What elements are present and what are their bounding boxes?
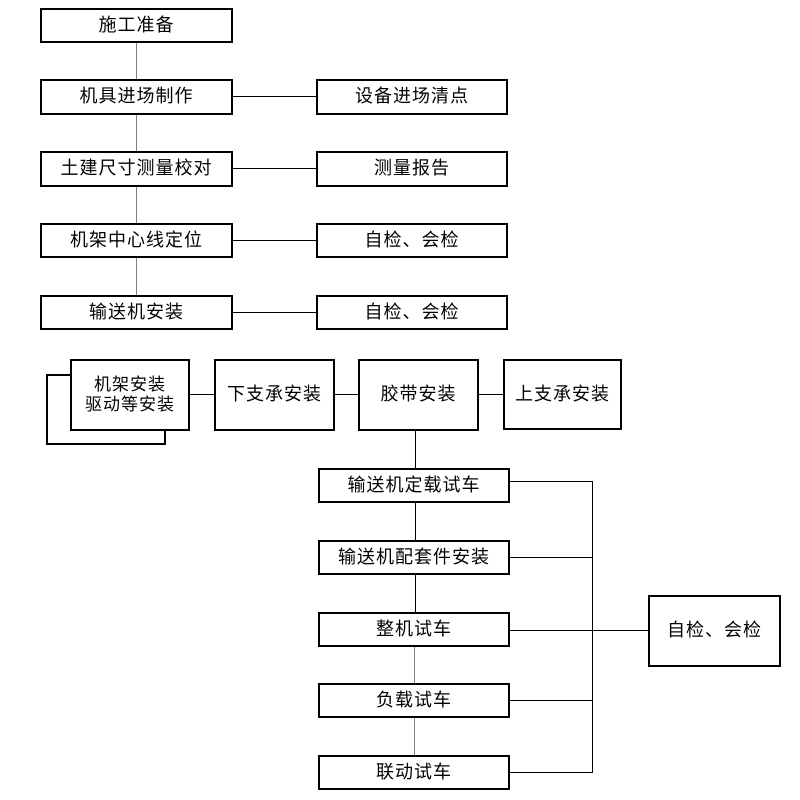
connector-linkage-to-bus: [510, 772, 592, 773]
flow-node-self-joint-check-1: 自检、会检: [316, 223, 508, 258]
flow-node-construction-prep: 施工准备: [40, 8, 233, 43]
connector-loadtest-to-bus: [510, 700, 592, 701]
connector-centerline-to-check1: [233, 240, 316, 241]
flow-node-survey-report: 测量报告: [316, 151, 508, 187]
connector-survey-to-report: [233, 168, 316, 169]
flow-node-equipment-count: 设备进场清点: [316, 79, 508, 115]
connector-accessories-to-wholetest: [415, 575, 416, 612]
flow-node-belt-install: 胶带安装: [358, 359, 479, 431]
flow-node-linkage-test: 联动试车: [318, 755, 510, 790]
connector-belt-to-uppersupport: [479, 394, 503, 395]
flow-node-whole-machine-test: 整机试车: [318, 612, 510, 647]
flow-node-frame-centerline: 机架中心线定位: [40, 223, 233, 258]
connector-tooling-to-survey: [136, 115, 137, 151]
flow-node-self-joint-check-2: 自检、会检: [316, 295, 508, 330]
connector-lowersupport-to-belt: [335, 394, 358, 395]
connector-conveyor-to-check2: [233, 312, 316, 313]
connector-centerline-to-conveyor: [136, 258, 137, 295]
connector-feedback-bus: [592, 481, 593, 773]
connector-fixedload-to-bus: [510, 481, 592, 482]
connector-wholetest-to-check3: [510, 630, 648, 631]
connector-fixedload-to-accessories: [415, 503, 416, 540]
flow-node-lower-support-install: 下支承安装: [214, 359, 335, 431]
flow-node-tooling-entry: 机具进场制作: [40, 79, 233, 115]
flow-node-frame-drive-install: 机架安装 驱动等安装: [70, 359, 190, 431]
flow-node-accessories-install: 输送机配套件安装: [318, 540, 510, 575]
flow-node-conveyor-install: 输送机安装: [40, 295, 233, 330]
connector-frame-to-lowersupport: [190, 394, 214, 395]
connector-loadtest-to-linkage: [414, 718, 415, 755]
connector-survey-to-centerline: [136, 187, 137, 223]
flow-node-fixed-load-test: 输送机定载试车: [318, 468, 510, 503]
flow-node-civil-survey: 土建尺寸测量校对: [40, 151, 233, 187]
connector-wholetest-to-loadtest: [414, 647, 415, 683]
flow-node-upper-support-install: 上支承安装: [503, 359, 622, 430]
flow-node-load-test: 负载试车: [318, 683, 510, 718]
flow-node-self-joint-check-3: 自检、会检: [648, 595, 781, 667]
frame-install-label-line2: 驱动等安装: [85, 395, 175, 414]
frame-install-label-line1: 机架安装: [94, 374, 166, 394]
connector-tooling-to-count: [233, 96, 316, 97]
connector-accessories-to-bus: [510, 557, 592, 558]
connector-prep-to-tooling: [136, 43, 137, 79]
connector-belt-to-fixedload: [415, 431, 416, 468]
